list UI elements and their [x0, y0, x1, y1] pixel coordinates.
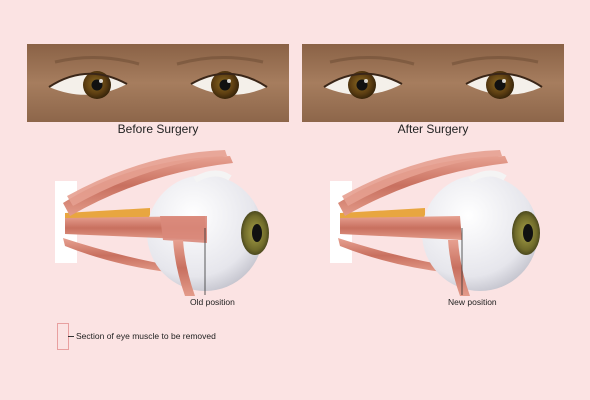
old-position-label: Old position	[190, 297, 235, 307]
old-position-eyeball	[55, 148, 285, 298]
legend-connector	[68, 336, 74, 337]
before-face-panel	[27, 44, 289, 122]
after-surgery-caption: After Surgery	[397, 122, 469, 136]
after-face-panel	[302, 44, 564, 122]
after-eyes-illustration	[302, 44, 564, 122]
new-position-label: New position	[448, 297, 497, 307]
eyeball-before-illustration	[55, 150, 269, 296]
before-eyes-illustration	[27, 44, 289, 122]
eyeball-after-illustration	[330, 150, 540, 296]
before-surgery-caption: Before Surgery	[117, 122, 199, 136]
legend-text: Section of eye muscle to be removed	[76, 331, 216, 341]
new-position-eyeball	[330, 148, 560, 298]
